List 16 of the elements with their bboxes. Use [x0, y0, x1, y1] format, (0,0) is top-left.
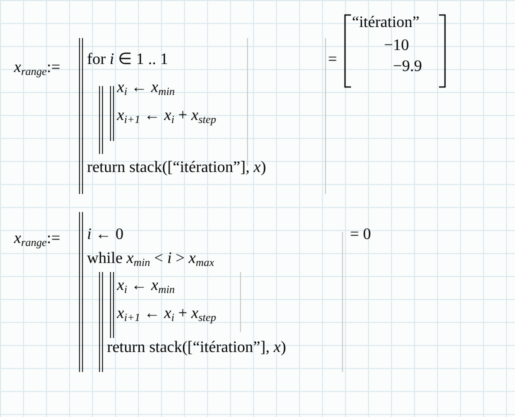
program-line: x$_{i}$ ← x$_{min}$ — [117, 78, 175, 98]
program-line: return stack([“itération”], x) — [107, 338, 286, 358]
math-assignment: x$_{range}$:= — [14, 58, 60, 78]
program-line: while x$_{min}$ < i > x$_{max}$ — [87, 249, 214, 269]
matrix-entry: −9.9 — [393, 57, 422, 77]
math-assignment: x$_{range}$:= — [14, 229, 60, 249]
program-line: x$_{i+1}$ ← x$_{i}$ + x$_{step}$ — [117, 106, 216, 126]
result-equals: = — [328, 50, 338, 70]
program-line: i ← 0 — [87, 225, 124, 245]
program-line: x$_{i}$ ← x$_{min}$ — [117, 276, 175, 296]
result-value: = 0 — [350, 225, 372, 245]
program-line: for i ∈ 1 .. 1 — [87, 50, 168, 70]
program-line: return stack([“itération”], x) — [87, 158, 266, 178]
matrix-entry: −10 — [384, 36, 410, 56]
matrix-entry: “itération” — [352, 13, 420, 33]
program-line: x$_{i+1}$ ← x$_{i}$ + x$_{step}$ — [117, 304, 216, 324]
